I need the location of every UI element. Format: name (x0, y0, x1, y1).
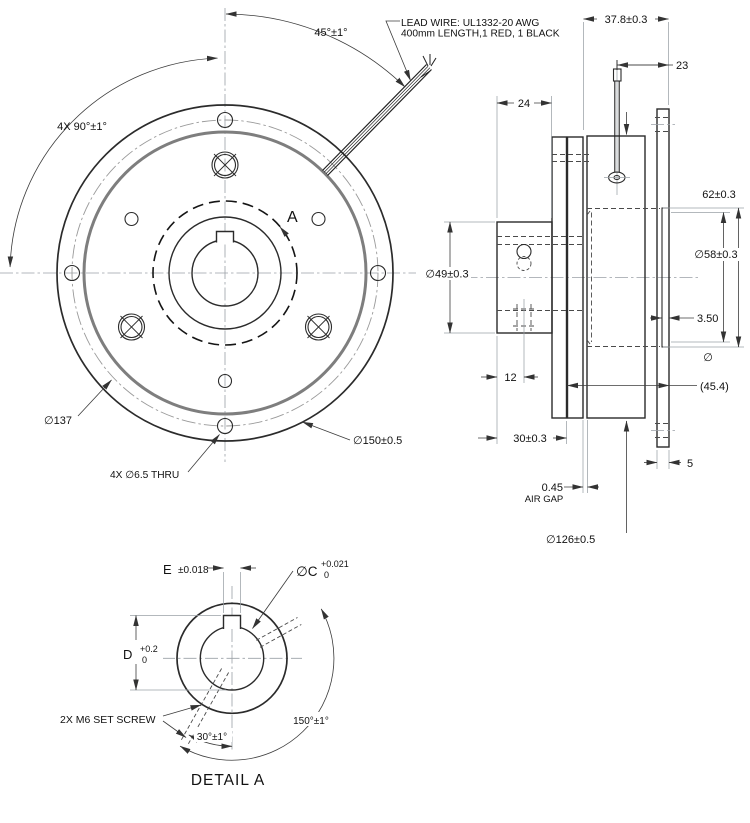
assembly-screw-lower-right (304, 313, 333, 341)
note-thru-holes: 4X ∅6.5 THRU (110, 470, 179, 481)
set-screw-end-view (516, 243, 532, 260)
armature-plate (551, 136, 568, 419)
bolt-circle-leader (77, 379, 112, 417)
label-air-gap: AIR GAP (525, 494, 564, 505)
angle-45-arc (225, 11, 406, 88)
small-hole-upper-left (124, 211, 139, 227)
friction-face-circle (82, 130, 368, 416)
text-backing (423, 267, 471, 280)
bolt-circle (71, 119, 379, 427)
detail-a-view: E ±0.018 ∅C +0.021 0 D +0.2 0 2X M6 SET … (60, 559, 349, 789)
wire-terminal (612, 68, 622, 82)
small-hole-bottom (217, 373, 233, 389)
text-backing (293, 712, 331, 726)
text-backing (506, 431, 553, 444)
angle-150-arc (179, 608, 335, 761)
dim-overall-width: 37.8±0.3 (605, 14, 648, 26)
note-lead-wire-1: LEAD WIRE: UL1332-20 AWG (401, 18, 539, 29)
dim-angle-45: 45°±1° (314, 27, 347, 39)
hub-circle (168, 216, 282, 330)
mounting-flange (656, 108, 670, 448)
dim-outer-dia: ∅150±0.5 (353, 435, 402, 447)
dim-bore-letter: ∅C (296, 564, 318, 579)
dim-recess-depth: 3.50 (697, 313, 718, 325)
field-body (586, 135, 646, 419)
dim-flange-thickness: 5 (687, 458, 693, 470)
note-lead-wire-2: 400mm LENGTH,1 RED, 1 BLACK (401, 29, 560, 40)
assembly-screw-lower-left (117, 313, 146, 341)
dim-key-width-tol: ±0.018 (178, 565, 209, 576)
dim-hub-width: 24 (518, 98, 530, 110)
thru-hole-leader (187, 434, 220, 473)
label-section-a: A (287, 209, 298, 226)
dim-hub-length: 30±0.3 (513, 433, 547, 445)
small-hole-upper-right (311, 211, 326, 227)
hidden-lines (497, 117, 671, 438)
dim-recess-dia: ∅58±0.3 (694, 249, 737, 261)
dim-recess-od: 62±0.3 (702, 189, 736, 201)
dim-key-width-letter: E (163, 562, 172, 577)
lead-wire-leader (385, 20, 411, 81)
label-detail-a: DETAIL A (191, 772, 265, 789)
dim-bolt-circle: ∅137 (44, 415, 72, 427)
dim-key-depth-letter: D (123, 647, 132, 662)
dim-key-depth-tol-lower: 0 (142, 655, 147, 665)
dimension-lines (447, 16, 742, 533)
dim-ref-length: (45.4) (700, 381, 729, 393)
dim-hub-dia: ∅49±0.3 (425, 269, 468, 281)
angle-90-arc (7, 55, 218, 268)
outer-dia-leader (302, 421, 351, 441)
detail-a-boundary-circle (152, 200, 298, 346)
dim-bore-tol-upper: +0.021 (321, 559, 349, 569)
dim-screw-angle-30: 30°±1° (197, 732, 227, 743)
mount-hole-bottom (216, 417, 234, 435)
side-lead-wire (604, 60, 630, 184)
bore-dia-leader (252, 570, 294, 629)
extension-lines (444, 22, 744, 493)
dim-air-gap-value: 0.45 (542, 482, 563, 494)
dim-angle-90: 4X 90°±1° (57, 121, 107, 133)
text-backing (597, 12, 655, 25)
dim-setscrew-offset: 12 (504, 372, 516, 384)
text-backing (194, 728, 232, 742)
detail-keyway-mask (223, 616, 241, 629)
side-view: 37.8±0.3 23 24 62±0.3 ∅58±0.3 ∅49±0.3 3.… (423, 12, 744, 546)
dia-symbol: ∅ (703, 352, 713, 364)
set-screw-hidden-circle (516, 256, 532, 271)
text-backing (120, 640, 163, 664)
assembly-screw-top (211, 151, 239, 179)
lead-wire-cable (322, 54, 437, 176)
rotor-plate (566, 136, 584, 419)
dim-wire-offset: 23 (676, 60, 688, 72)
dim-key-depth-tol-upper: +0.2 (140, 644, 158, 654)
mount-hole-right (369, 264, 387, 282)
front-view: 45°±1° 4X 90°±1° LEAD WIRE: UL1332-20 AW… (0, 8, 560, 481)
flange-outer-circle (56, 104, 394, 442)
dim-bore-tol-lower: 0 (324, 570, 329, 580)
text-backing (692, 248, 741, 261)
text-backing (503, 370, 519, 383)
detail-a-arrow (279, 226, 289, 237)
note-set-screw: 2X M6 SET SCREW (60, 714, 156, 726)
set-screw-leader-2 (162, 720, 187, 738)
dim-screw-angle-150: 150°±1° (293, 716, 329, 727)
text-backing (514, 96, 534, 109)
keyway-mask (217, 231, 233, 243)
dim-rotor-dia: ∅126±0.5 (546, 534, 595, 546)
